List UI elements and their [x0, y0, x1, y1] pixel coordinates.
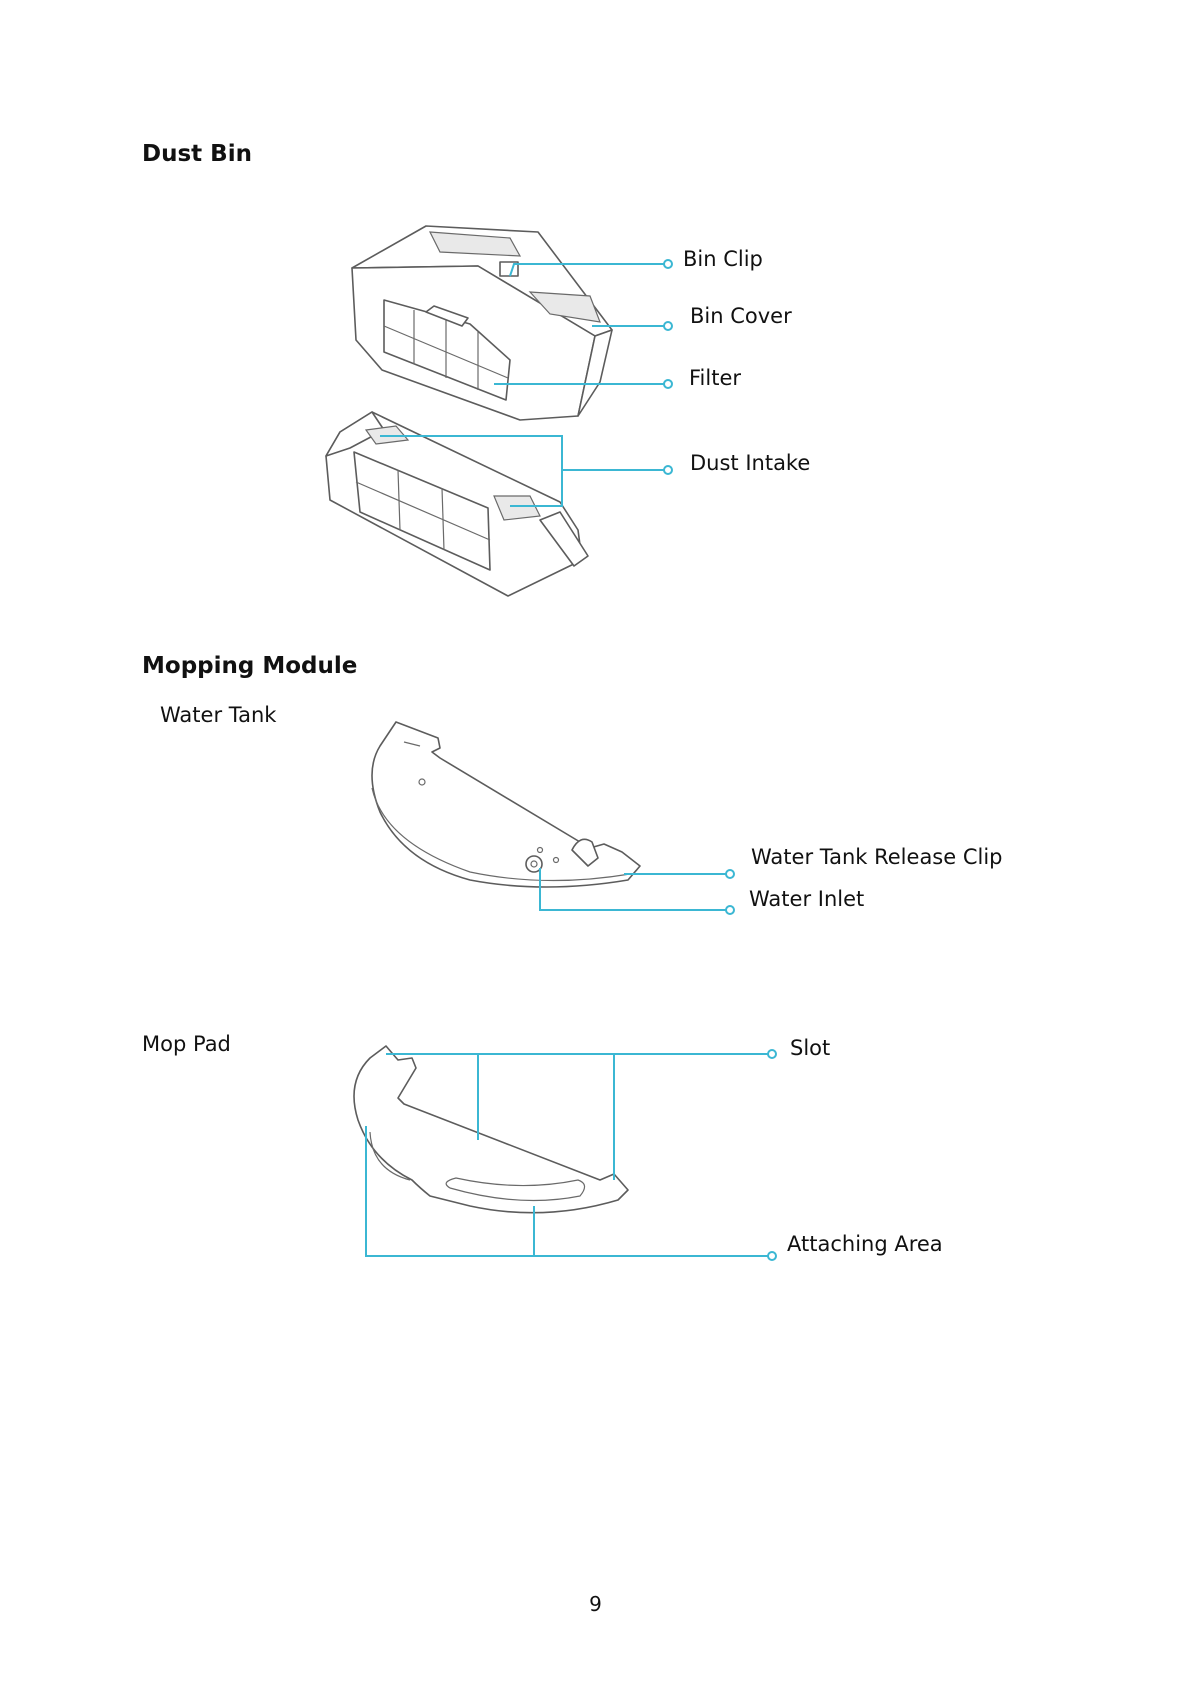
water-tank-illustration	[372, 722, 640, 887]
page-number: 9	[0, 1592, 1191, 1616]
mop-pad-illustration	[354, 1046, 628, 1213]
dust-bin-cover-illustration	[352, 226, 612, 420]
dust-bin-tray-illustration	[326, 412, 588, 596]
